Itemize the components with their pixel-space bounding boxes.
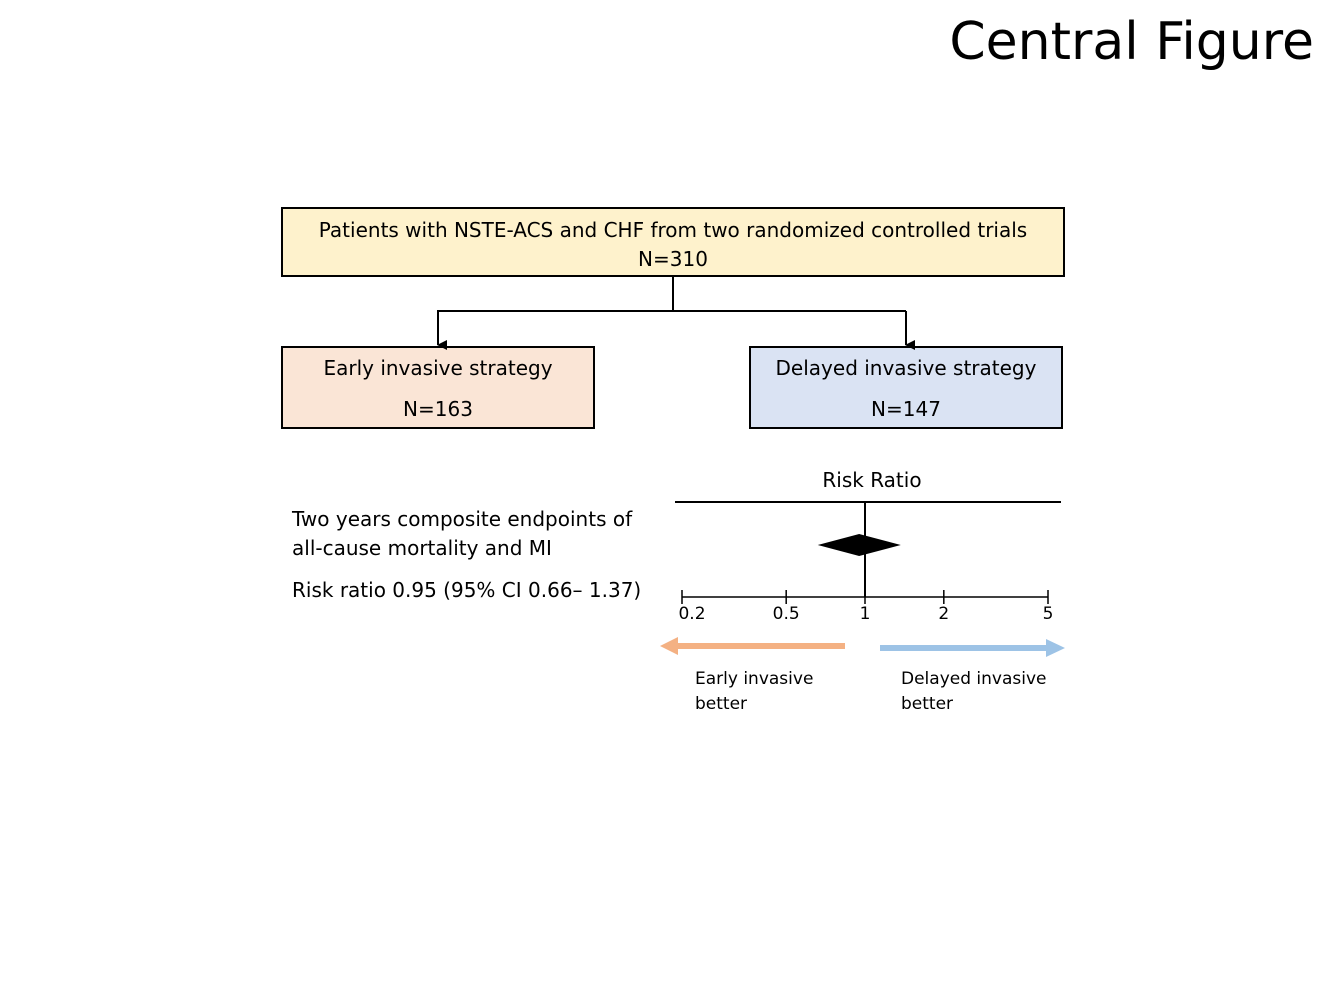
delayed-invasive-label: Delayed invasive strategy — [775, 356, 1037, 380]
early-better-label: Early invasive better — [695, 669, 814, 714]
forest-ticks: 0.2 0.5 1 2 5 — [678, 590, 1053, 624]
slide-title: Central Figure — [949, 12, 1314, 72]
outcome-description: Two years composite endpoints of all-cau… — [292, 507, 633, 560]
forest-axis-title: Risk Ratio — [822, 468, 921, 492]
population-count: N=310 — [638, 247, 708, 271]
early-better-arrowhead — [660, 637, 678, 655]
forest-tick-label: 2 — [938, 604, 949, 624]
early-invasive-label: Early invasive strategy — [323, 356, 553, 380]
forest-tick-label: 0.2 — [678, 604, 705, 624]
forest-pooled-diamond — [817, 534, 901, 556]
delayed-better-label: Delayed invasive better — [901, 669, 1047, 714]
forest-tick-label: 0.5 — [773, 604, 800, 624]
forest-tick-label: 1 — [860, 604, 871, 624]
risk-ratio-text: Risk ratio 0.95 (95% CI 0.66– 1.37) — [292, 578, 642, 602]
delayed-invasive-box: Delayed invasive strategy N=147 — [749, 346, 1063, 429]
outcome-text-block: Two years composite endpoints of all-cau… — [292, 505, 652, 605]
forest-tick-label: 5 — [1043, 604, 1054, 624]
early-invasive-count: N=163 — [403, 397, 473, 421]
delayed-invasive-count: N=147 — [871, 397, 941, 421]
population-box: Patients with NSTE-ACS and CHF from two … — [281, 207, 1065, 277]
delayed-better-arrowhead — [1046, 639, 1065, 657]
population-label: Patients with NSTE-ACS and CHF from two … — [318, 218, 1028, 242]
